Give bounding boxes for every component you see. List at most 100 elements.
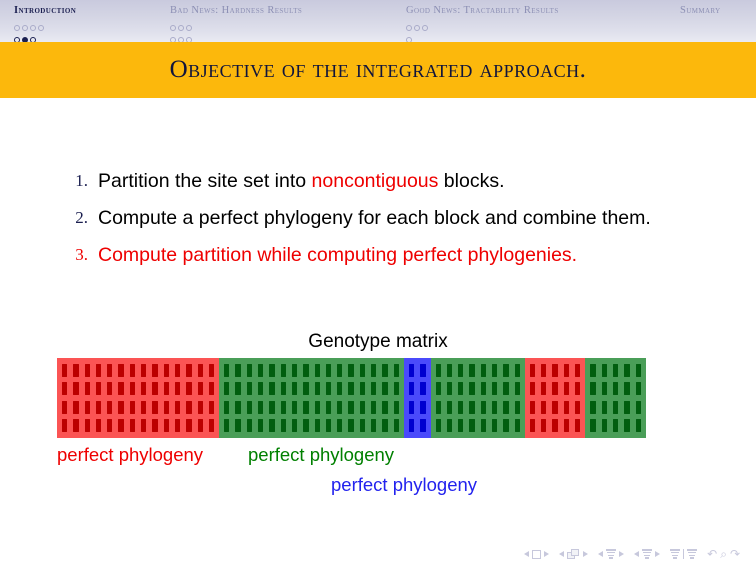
nav-section-good-news-tractability-results[interactable]: Good News: Tractability Results: [406, 4, 559, 43]
matrix-cell: [635, 363, 641, 377]
matrix-cell: [408, 382, 415, 396]
next-part-icon[interactable]: [654, 550, 660, 557]
prev-section-icon[interactable]: [597, 550, 603, 557]
nav-slide-dots-row[interactable]: [14, 19, 76, 31]
matrix-cell: [348, 400, 354, 414]
matrix-cell: [408, 363, 415, 377]
matrix-cell: [235, 400, 241, 414]
matrix-column: [149, 361, 160, 435]
prev-subsection-icon[interactable]: [558, 551, 564, 557]
prev-frame-icon[interactable]: [523, 551, 529, 557]
matrix-column: [478, 361, 489, 435]
nav-symbol-group[interactable]: [597, 549, 624, 559]
nav-slide-dots-row[interactable]: [680, 19, 721, 29]
first-slide-icon[interactable]: [669, 549, 680, 559]
slide-dot-icon[interactable]: [14, 24, 20, 31]
subsection-icon[interactable]: [566, 548, 580, 560]
nav-slide-dots-row[interactable]: [14, 31, 76, 43]
matrix-cell: [359, 382, 366, 396]
matrix-cell: [107, 419, 113, 433]
matrix-cell: [246, 363, 253, 377]
matrix-cell: [575, 363, 581, 377]
forward-icon[interactable]: ↷: [729, 547, 740, 561]
next-frame-icon[interactable]: [543, 551, 549, 557]
frame-icon[interactable]: [531, 549, 541, 559]
matrix-cell: [163, 363, 169, 377]
slide-dot-icon[interactable]: [170, 24, 176, 31]
slide-dot-icon[interactable]: [178, 24, 184, 31]
slide-dot-icon[interactable]: [406, 24, 412, 31]
matrix-cell: [446, 382, 453, 396]
matrix-cell: [303, 400, 309, 414]
back-icon[interactable]: ↶: [707, 547, 718, 561]
nav-symbol-group[interactable]: [523, 549, 549, 559]
list-item: 1.Partition the site set into noncontigu…: [62, 168, 702, 194]
matrix-cell: [118, 400, 124, 414]
matrix-cell: [337, 363, 343, 377]
search-icon[interactable]: ⌕: [720, 547, 727, 561]
slide-dot-icon[interactable]: [422, 24, 428, 31]
matrix-cell: [337, 419, 343, 433]
matrix-cell: [291, 400, 298, 414]
nav-slide-dots-row[interactable]: [170, 31, 302, 43]
matrix-cell: [107, 363, 113, 377]
next-subsection-icon[interactable]: [582, 551, 588, 557]
matrix-cell: [269, 419, 275, 433]
nav-symbol-group[interactable]: [633, 549, 660, 559]
matrix-column: [527, 361, 538, 435]
next-section-icon[interactable]: [618, 550, 624, 557]
matrix-cell: [529, 382, 536, 396]
nav-section-bad-news-hardness-results[interactable]: Bad News: Hardness Results: [170, 4, 302, 43]
nav-history-group[interactable]: ↶⌕↷: [707, 548, 740, 560]
matrix-cell: [382, 400, 388, 414]
nav-section-label: Summary: [680, 5, 721, 16]
nav-section-summary[interactable]: Summary: [680, 4, 721, 41]
nav-slide-dots-row[interactable]: [406, 31, 559, 43]
nav-symbol-group[interactable]: [558, 548, 588, 560]
matrix-cell: [382, 382, 388, 396]
matrix-column: [433, 361, 444, 435]
matrix-block-blue: [403, 358, 431, 438]
matrix-column: [289, 361, 300, 435]
slide-dot-icon[interactable]: [38, 24, 44, 31]
matrix-cell: [325, 400, 332, 414]
matrix-column: [379, 361, 390, 435]
matrix-column: [633, 361, 644, 435]
page-title: Objective of the integrated approach.: [169, 56, 587, 83]
matrix-cell: [590, 400, 596, 414]
section-icon[interactable]: [605, 549, 616, 559]
nav-slide-dots-row[interactable]: [170, 19, 302, 31]
matrix-cell: [491, 382, 498, 396]
matrix-cell: [280, 400, 286, 414]
slide-dot-icon[interactable]: [186, 24, 192, 31]
part-icon[interactable]: [641, 549, 652, 559]
nav-slide-dots-row[interactable]: [680, 31, 721, 41]
matrix-cell: [446, 400, 453, 414]
navigation-bar: Introduction Bad News: Hardness Results Go…: [0, 0, 756, 43]
matrix-column: [406, 361, 417, 435]
matrix-cell: [314, 363, 320, 377]
matrix-column: [232, 361, 243, 435]
matrix-cell: [563, 382, 570, 396]
matrix-cell: [73, 419, 79, 433]
matrix-cell: [601, 400, 607, 414]
matrix-cell: [435, 419, 441, 433]
nav-section-introduction[interactable]: Introduction: [14, 4, 76, 43]
matrix-cell: [503, 419, 509, 433]
matrix-column: [244, 361, 255, 435]
slide-dot-icon[interactable]: [22, 24, 28, 31]
slide-dot-icon[interactable]: [414, 24, 420, 31]
matrix-cell: [197, 382, 203, 396]
last-slide-icon[interactable]: [687, 549, 698, 559]
nav-endpoints-group[interactable]: [669, 549, 698, 559]
matrix-cell: [393, 400, 399, 414]
legend-label-red: perfect phylogeny: [57, 444, 204, 465]
prev-part-icon[interactable]: [633, 550, 639, 557]
nav-slide-dots-row[interactable]: [406, 19, 559, 31]
matrix-cell: [624, 419, 630, 433]
matrix-cell: [224, 400, 230, 414]
beamer-navigation-symbols[interactable]: ↶⌕↷: [470, 546, 746, 562]
slide-dot-icon[interactable]: [30, 24, 36, 31]
matrix-column: [82, 361, 93, 435]
matrix-cell: [529, 419, 536, 433]
